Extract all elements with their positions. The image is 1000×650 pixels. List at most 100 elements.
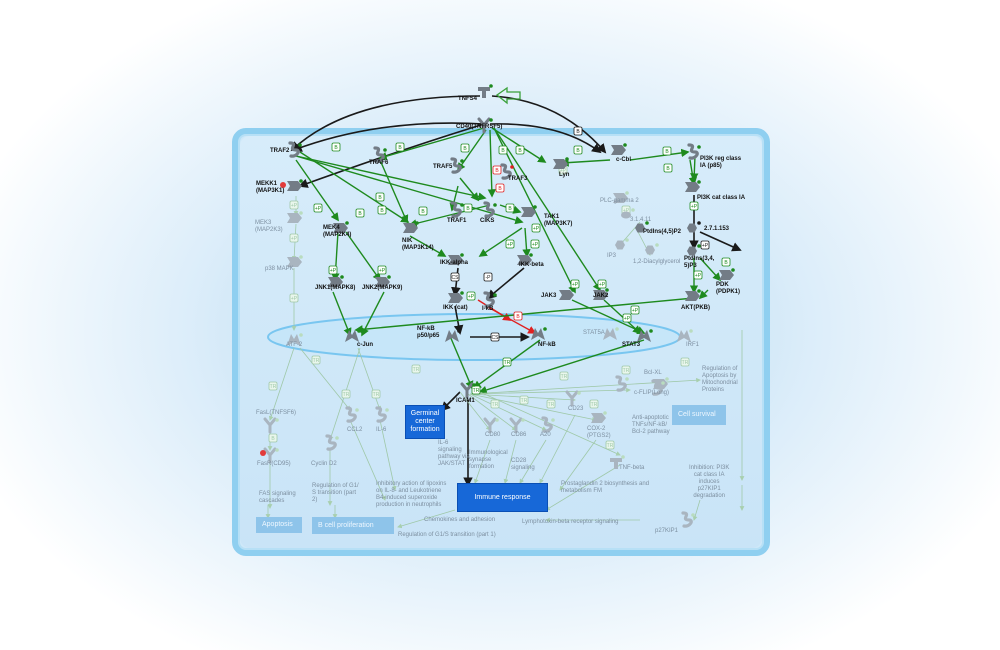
node-glyph-54[interactable] xyxy=(591,411,607,423)
process-box-immune-response[interactable]: Immune response xyxy=(457,483,548,512)
node-glyph-22[interactable] xyxy=(645,243,659,255)
node-glyph-34[interactable] xyxy=(483,291,497,308)
node-glyph-8[interactable] xyxy=(687,143,701,160)
svg-text:TR: TR xyxy=(504,360,511,366)
svg-text:B: B xyxy=(576,148,580,154)
node-glyph-13[interactable] xyxy=(287,211,303,223)
edge-tag-30: B xyxy=(513,311,523,321)
node-glyph-3[interactable] xyxy=(373,146,387,163)
node-glyph-26[interactable] xyxy=(687,244,701,256)
node-glyph-48[interactable] xyxy=(565,390,581,407)
node-glyph-20[interactable] xyxy=(403,221,419,233)
node-glyph-47[interactable] xyxy=(375,406,389,423)
node-label-cd23: CD23 xyxy=(568,406,584,412)
edge-29 xyxy=(361,291,385,337)
edge-42 xyxy=(699,257,722,282)
node-glyph-50[interactable] xyxy=(325,434,339,451)
edge-13 xyxy=(560,158,611,167)
node-glyph-53[interactable] xyxy=(541,416,555,433)
process-box-apoptosis[interactable]: Apoptosis xyxy=(256,517,302,533)
node-label-icam1: ICAM1 xyxy=(456,398,475,404)
edge-15 xyxy=(295,155,487,201)
node-glyph-16[interactable] xyxy=(521,205,537,217)
edge-8 xyxy=(491,127,547,163)
node-glyph-43[interactable] xyxy=(263,417,279,434)
svg-text:+P: +P xyxy=(291,236,298,242)
node-glyph-36[interactable] xyxy=(531,327,547,340)
node-glyph-7[interactable] xyxy=(553,157,569,169)
edge-14 xyxy=(299,151,410,223)
node-glyph-51[interactable] xyxy=(483,417,499,434)
node-glyph-39[interactable] xyxy=(677,329,693,342)
edge-79 xyxy=(397,509,456,529)
node-label-inhibpi3k: Inhibition: PI3K cat class IA induces p2… xyxy=(689,465,730,499)
edge-43 xyxy=(698,289,709,300)
edge-tag-10: B xyxy=(495,183,505,193)
node-glyph-18[interactable] xyxy=(687,221,701,233)
edge-2 xyxy=(489,123,602,154)
node-glyph-52[interactable] xyxy=(509,417,525,434)
edge-5 xyxy=(378,127,485,161)
node-glyph-44[interactable] xyxy=(460,382,476,399)
node-glyph-17[interactable] xyxy=(635,221,649,233)
node-glyph-4[interactable] xyxy=(450,157,464,174)
node-glyph-37[interactable] xyxy=(603,327,619,340)
node-label-jak3: JAK3 xyxy=(541,293,557,299)
node-glyph-5[interactable] xyxy=(500,163,514,180)
edge-tag-45: TR xyxy=(502,357,512,367)
edge-38 xyxy=(571,299,646,335)
node-glyph-29[interactable] xyxy=(375,275,391,287)
node-glyph-45[interactable] xyxy=(615,375,629,392)
edge-71 xyxy=(379,419,397,491)
node-glyph-55[interactable] xyxy=(610,455,625,469)
node-glyph-40[interactable] xyxy=(287,333,303,346)
edge-54 xyxy=(440,391,461,412)
node-glyph-1[interactable] xyxy=(477,117,493,134)
node-glyph-25[interactable] xyxy=(287,255,303,267)
node-glyph-10[interactable] xyxy=(685,180,701,192)
edge-28 xyxy=(332,291,352,337)
node-label-pdk: PDK (PDPK1) xyxy=(716,282,741,295)
node-glyph-23[interactable] xyxy=(448,253,464,265)
node-glyph-57[interactable] xyxy=(681,511,695,528)
node-glyph-12[interactable] xyxy=(621,208,635,219)
node-glyph-6[interactable] xyxy=(611,143,627,155)
edge-tag-31: CS xyxy=(490,332,500,342)
edge-tag-47: TR xyxy=(490,399,500,409)
node-glyph-41[interactable] xyxy=(345,329,361,342)
node-glyph-24[interactable] xyxy=(517,253,533,265)
svg-text:+P: +P xyxy=(291,203,298,209)
node-glyph-46[interactable] xyxy=(345,406,359,423)
node-glyph-35[interactable] xyxy=(445,329,461,342)
edge-tag-41: TR xyxy=(311,355,321,365)
node-glyph-49[interactable] xyxy=(263,447,279,464)
node-glyph-19[interactable] xyxy=(333,221,349,233)
process-box-b-cell-proliferation[interactable]: B cell proliferation xyxy=(312,517,394,534)
edge-16 xyxy=(295,159,339,222)
process-box-cell-survival[interactable]: Cell survival xyxy=(672,405,726,425)
node-glyph-11[interactable] xyxy=(613,191,629,203)
node-glyph-33[interactable] xyxy=(448,291,464,303)
node-glyph-27[interactable] xyxy=(719,268,735,280)
node-glyph-15[interactable] xyxy=(483,201,497,218)
node-glyph-56[interactable] xyxy=(651,379,665,396)
node-glyph-32[interactable] xyxy=(685,289,701,301)
edge-tag-7: B xyxy=(662,146,672,156)
node-label-jak2: JAK2 xyxy=(593,293,609,299)
node-label-immsyn: Immunological synapse formation xyxy=(469,450,508,470)
node-glyph-31[interactable] xyxy=(593,288,609,300)
node-glyph-21[interactable] xyxy=(615,238,629,250)
svg-text:B: B xyxy=(466,206,470,212)
node-label-traf2: TRAF2 xyxy=(270,148,290,154)
node-glyph-28[interactable] xyxy=(328,275,344,287)
edge-tag-11: B xyxy=(492,165,502,175)
node-glyph-9[interactable] xyxy=(287,179,303,191)
process-box-germinal-center[interactable]: Germinal center formation xyxy=(405,405,445,439)
node-glyph-2[interactable] xyxy=(288,141,302,158)
node-glyph-14[interactable] xyxy=(450,201,464,218)
node-glyph-30[interactable] xyxy=(559,288,575,300)
node-label-ikkb: IKK-beta xyxy=(519,262,544,268)
edge-23 xyxy=(409,235,447,257)
node-glyph-0[interactable] xyxy=(478,84,493,98)
node-glyph-38[interactable] xyxy=(637,329,653,342)
